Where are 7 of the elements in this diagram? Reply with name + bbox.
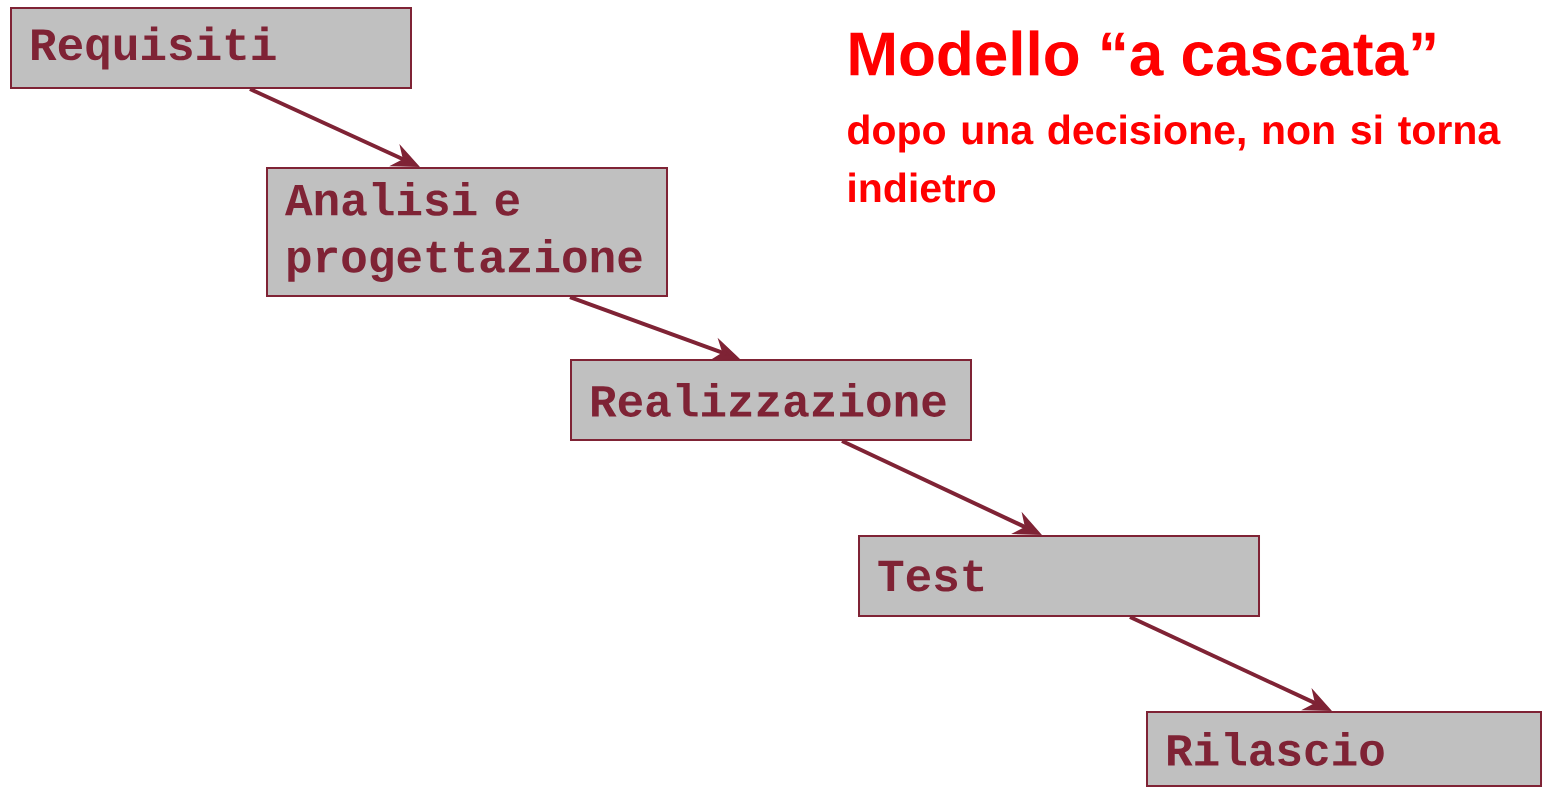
subtitle: dopo una decisione, non si torna indietro xyxy=(848,114,1501,203)
process-box: Rilascio xyxy=(1146,711,1542,787)
process-box: Realizzazione xyxy=(570,359,972,441)
title: Modello “a cascata” xyxy=(850,30,1435,76)
process-box: Test xyxy=(858,535,1260,617)
process-box: Requisiti xyxy=(10,7,412,89)
process-box: Analisi e progettazione xyxy=(266,167,668,297)
